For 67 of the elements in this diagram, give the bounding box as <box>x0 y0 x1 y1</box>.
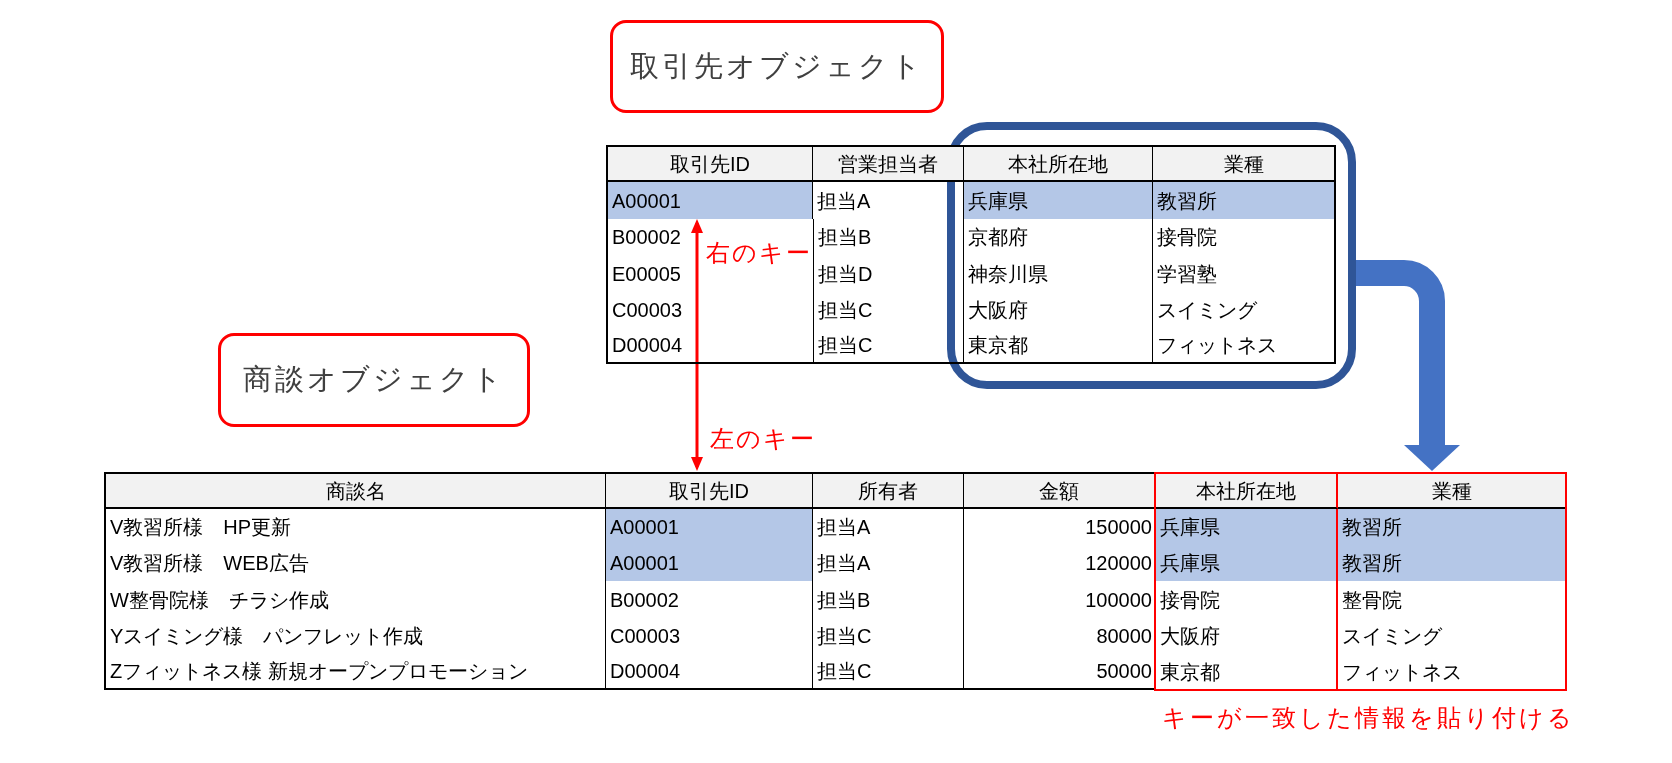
table-cell: 東京都 <box>964 328 1153 364</box>
highlighted-cell: 兵庫県 <box>1156 545 1338 581</box>
column-header-cell: 所有者 <box>813 472 964 509</box>
table-cell: E00005 <box>606 255 686 292</box>
table-cell: 担当C <box>813 328 964 364</box>
annotation-text: キーが一致した情報を貼り付ける <box>1162 704 1575 733</box>
table-cell: フィットネス <box>1338 654 1565 689</box>
highlighted-cell: A00001 <box>606 509 813 545</box>
column-header-cell: 業種 <box>1338 474 1565 509</box>
table-cell: Yスイミング様 パンフレット作成 <box>104 618 606 654</box>
table-cell: Zフィットネス様 新規オープンプロモーション <box>104 654 606 690</box>
column-header-cell: 取引先ID <box>606 472 813 509</box>
table-cell: 120000 <box>964 545 1154 581</box>
table-cell: 150000 <box>964 509 1154 545</box>
table-cell: 神奈川県 <box>964 255 1153 292</box>
table-cell: 80000 <box>964 618 1154 654</box>
table-cell: 担当C <box>813 618 964 654</box>
table-cell: フィットネス <box>1153 328 1336 364</box>
table-cell: 接骨院 <box>1156 581 1338 618</box>
highlighted-cell: 兵庫県 <box>964 182 1153 219</box>
table-cell: C00003 <box>606 618 813 654</box>
highlighted-cell: 兵庫県 <box>1156 509 1338 545</box>
table-cell: 担当A <box>813 545 964 581</box>
key-label: 左のキー <box>710 425 816 454</box>
table-cell: C00003 <box>606 292 686 328</box>
table-cell: 整骨院 <box>1338 581 1565 618</box>
table-cell: B00002 <box>606 581 813 618</box>
column-header-cell: 商談名 <box>104 472 606 509</box>
table-cell: 50000 <box>964 654 1154 690</box>
table-cell: 大阪府 <box>1156 618 1338 654</box>
column-group-frame <box>1154 472 1567 691</box>
double-headed-arrow <box>691 219 703 471</box>
table-cell: 担当A <box>813 182 964 219</box>
column-header-cell: 業種 <box>1153 145 1336 182</box>
table-cell: B00002 <box>606 219 686 255</box>
table-cell: 大阪府 <box>964 292 1153 328</box>
table-cell: D00004 <box>606 654 813 690</box>
table-cell: 東京都 <box>1156 654 1338 689</box>
bent-block-arrow <box>1356 260 1460 471</box>
table-cell: 担当D <box>813 255 964 292</box>
highlighted-cell: A00001 <box>606 545 813 581</box>
table-cell: 接骨院 <box>1153 219 1336 255</box>
object-name-box: 商談オブジェクト <box>218 333 530 427</box>
table-cell: 担当C <box>813 292 964 328</box>
highlighted-cell: 教習所 <box>1338 509 1565 545</box>
column-header-cell: 本社所在地 <box>1156 474 1338 509</box>
column-header-cell: 取引先ID <box>606 145 813 182</box>
table-cell: 担当C <box>813 654 964 690</box>
table-cell: スイミング <box>1338 618 1565 654</box>
table-cell: 担当B <box>813 581 964 618</box>
object-name-box: 取引先オブジェクト <box>610 20 944 113</box>
highlighted-cell: 教習所 <box>1338 545 1565 581</box>
table-cell: D00004 <box>606 328 686 364</box>
highlighted-cell: A00001 <box>606 182 813 219</box>
highlighted-cell: 教習所 <box>1153 182 1336 219</box>
table-cell: 京都府 <box>964 219 1153 255</box>
column-header-cell: 本社所在地 <box>964 145 1153 182</box>
key-label: 右のキー <box>706 239 812 268</box>
table-cell: 担当B <box>813 219 964 255</box>
column-header-cell: 金額 <box>964 472 1154 509</box>
table-cell: スイミング <box>1153 292 1336 328</box>
table-cell: 学習塾 <box>1153 255 1336 292</box>
rounded-highlight-outline <box>947 122 1356 389</box>
column-header-cell: 営業担当者 <box>813 145 964 182</box>
table-cell: W整骨院様 チラシ作成 <box>104 581 606 618</box>
table-cell: 担当A <box>813 509 964 545</box>
table-cell: 100000 <box>964 581 1154 618</box>
